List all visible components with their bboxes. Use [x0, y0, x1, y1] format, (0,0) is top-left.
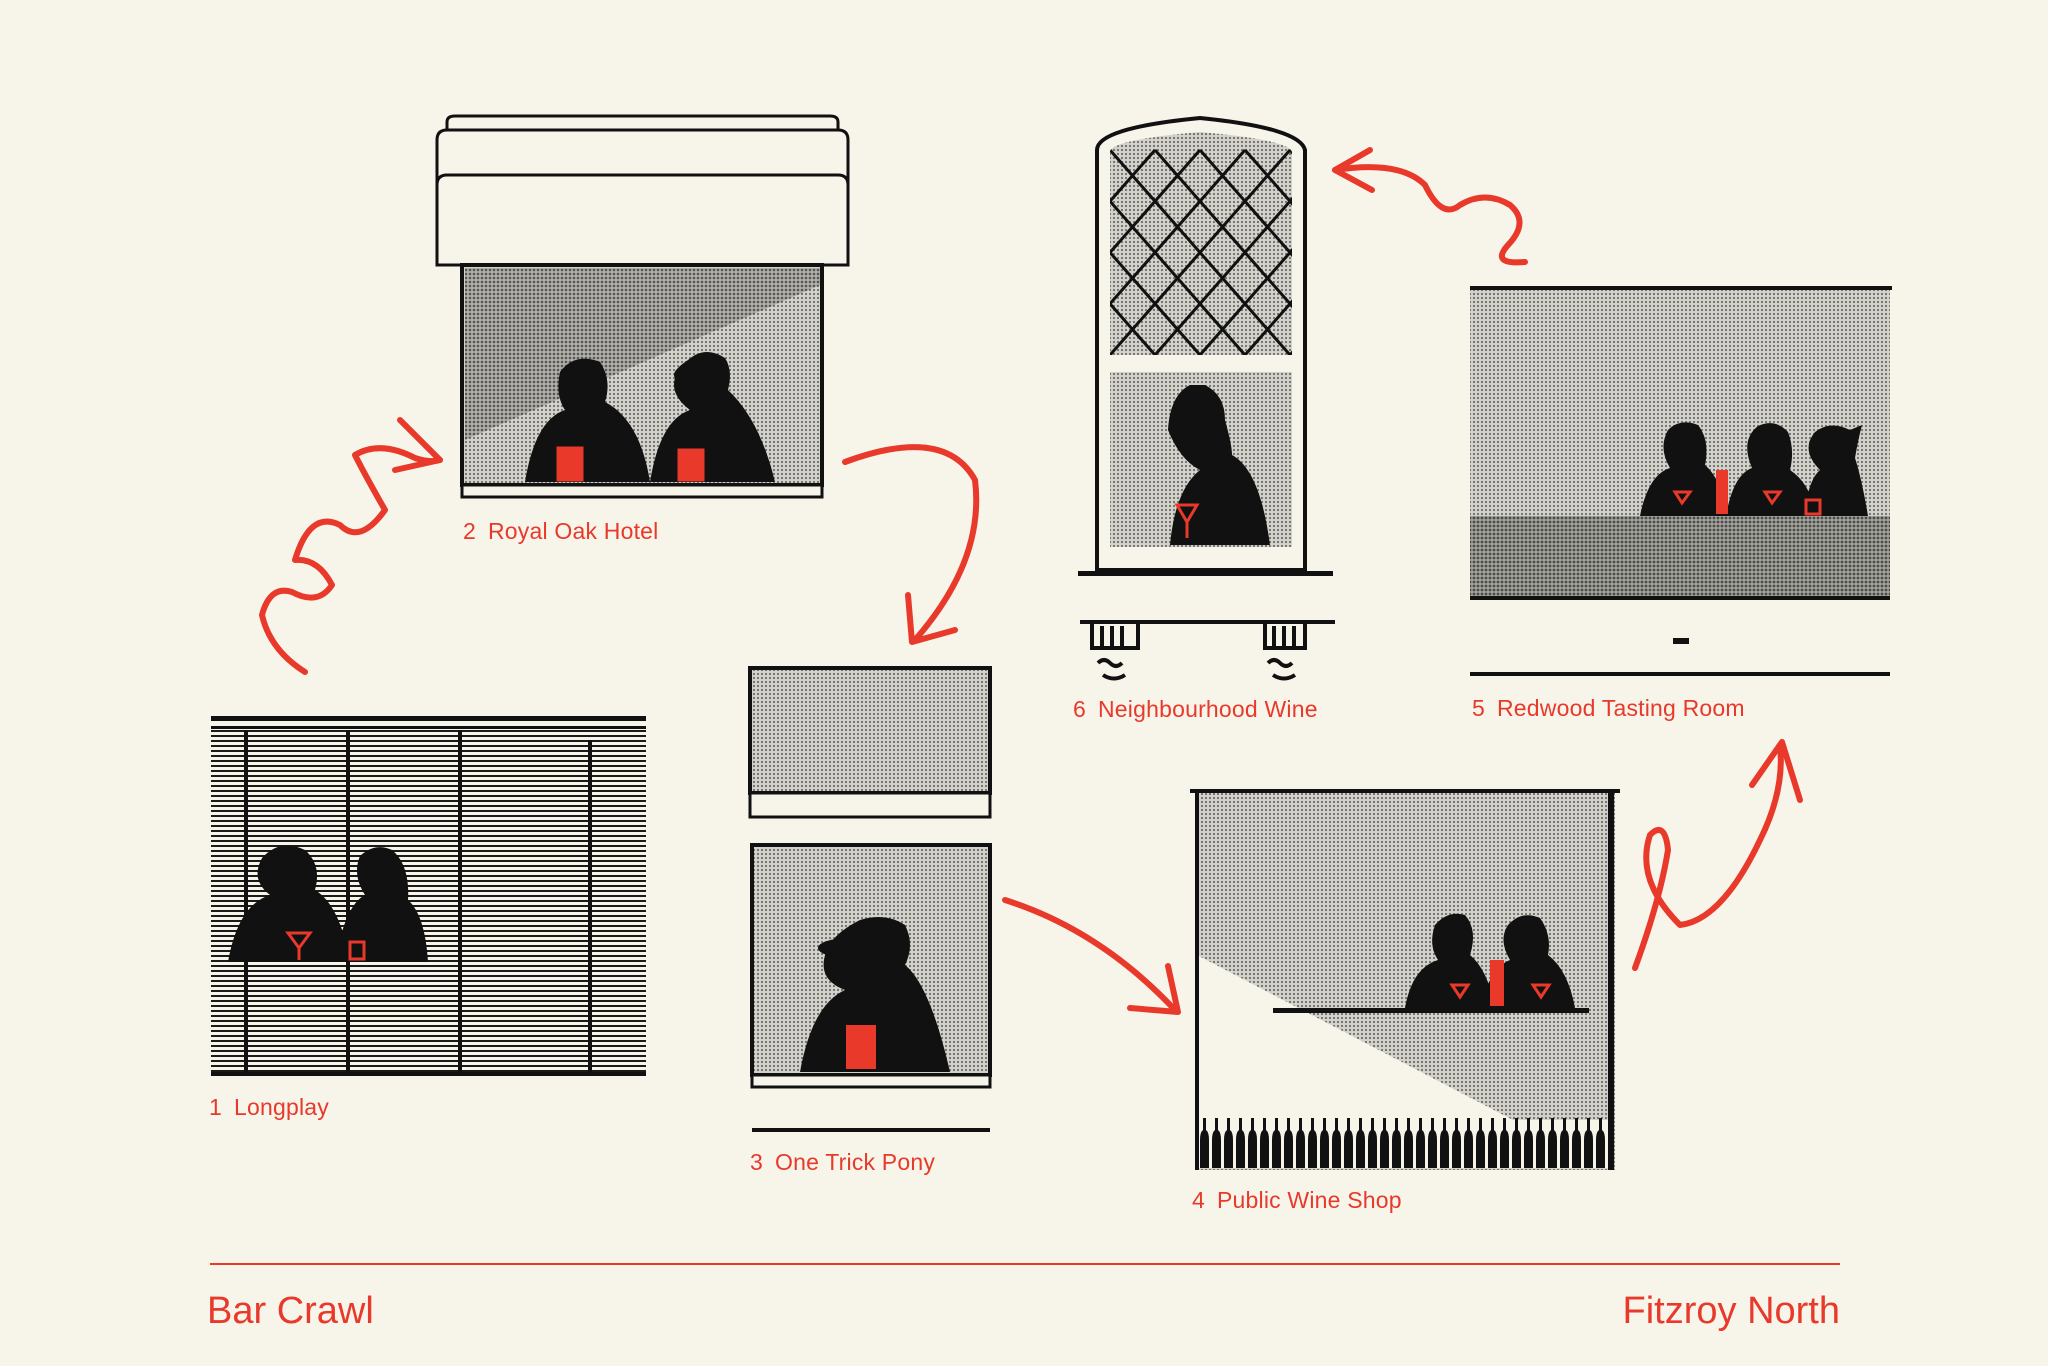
lattice-bar — [1110, 149, 1157, 355]
wine-bottle — [1272, 1118, 1281, 1168]
wine-bottle — [1224, 1118, 1233, 1168]
lattice-bar — [1110, 149, 1202, 355]
footer-divider — [210, 1263, 1840, 1265]
lattice-bar — [1243, 149, 1292, 355]
stop-label-4: 4 Public Wine Shop — [1192, 1187, 1402, 1214]
lattice-bar — [1110, 149, 1157, 355]
wine-bottle — [1284, 1118, 1293, 1168]
wine-bottle — [1476, 1118, 1485, 1168]
wine-bottle — [1536, 1118, 1545, 1168]
stop-label-1: 1 Longplay — [209, 1094, 329, 1121]
venue-one-trick-pony — [748, 666, 992, 1132]
stop-name: Longplay — [234, 1094, 329, 1120]
wine-bottle — [1380, 1118, 1389, 1168]
wine-bottle — [1548, 1118, 1557, 1168]
wine-bottle — [1584, 1118, 1593, 1168]
poster-title: Bar Crawl — [207, 1290, 374, 1332]
route-arrows — [259, 147, 1803, 1015]
wine-bottle — [1572, 1118, 1581, 1168]
wine-bottle — [1320, 1118, 1329, 1168]
venue-longplay — [211, 716, 646, 1076]
stop-name: Redwood Tasting Room — [1497, 695, 1745, 721]
wine-bottle — [1248, 1118, 1257, 1168]
stop-label-6: 6 Neighbourhood Wine — [1073, 696, 1318, 723]
wine-bottle — [1416, 1118, 1425, 1168]
lattice-bar — [1110, 149, 1292, 355]
poster-location: Fitzroy North — [1622, 1290, 1840, 1332]
wine-bottle — [1440, 1118, 1449, 1168]
stop-number: 6 — [1073, 696, 1086, 722]
wine-bottle — [1212, 1118, 1221, 1168]
wine-bottle — [1524, 1118, 1533, 1168]
stop-name: Neighbourhood Wine — [1098, 696, 1318, 722]
stop-name: Royal Oak Hotel — [488, 518, 659, 544]
wine-bottle — [1368, 1118, 1377, 1168]
venue-neighbourhood-wine — [1078, 115, 1335, 681]
venue-royal-oak-hotel — [435, 114, 850, 499]
lattice-bar — [1110, 149, 1202, 355]
wine-bottle — [1200, 1118, 1209, 1168]
stop-name: One Trick Pony — [775, 1149, 936, 1175]
wine-bottle — [1452, 1118, 1461, 1168]
wine-bottle — [1296, 1118, 1305, 1168]
wine-bottle — [1344, 1118, 1353, 1168]
wine-bottle — [1464, 1118, 1473, 1168]
stop-label-5: 5 Redwood Tasting Room — [1472, 695, 1745, 722]
wine-bottle — [1392, 1118, 1401, 1168]
wine-bottle — [1308, 1118, 1317, 1168]
wine-bottle — [1500, 1118, 1509, 1168]
venue-public-wine-shop — [1190, 789, 1620, 1170]
wine-bottle — [1512, 1118, 1521, 1168]
wine-bottle — [1428, 1118, 1437, 1168]
wine-bottle — [1356, 1118, 1365, 1168]
lattice-bar — [1153, 149, 1292, 355]
stop-number: 2 — [463, 518, 476, 544]
wine-bottle — [1332, 1118, 1341, 1168]
venue-redwood-tasting-room — [1470, 286, 1892, 676]
lattice-bar — [1243, 149, 1292, 355]
lattice-bar — [1288, 149, 1292, 355]
lattice-bar — [1198, 149, 1292, 355]
wine-bottle-row — [1200, 1118, 1605, 1168]
wine-bottle — [1404, 1118, 1413, 1168]
wine-bottle — [1560, 1118, 1569, 1168]
lattice-bar — [1110, 149, 1247, 355]
wine-bottle — [1488, 1118, 1497, 1168]
stop-number: 1 — [209, 1094, 222, 1120]
wine-bottle — [1260, 1118, 1269, 1168]
stop-number: 4 — [1192, 1187, 1205, 1213]
lattice-bar — [1288, 149, 1292, 355]
wine-bottle — [1596, 1118, 1605, 1168]
wine-bottle — [1236, 1118, 1245, 1168]
lattice-bar — [1110, 149, 1112, 355]
lattice-bar — [1110, 149, 1112, 355]
stop-number: 5 — [1472, 695, 1485, 721]
stop-name: Public Wine Shop — [1217, 1187, 1402, 1213]
stop-label-3: 3 One Trick Pony — [750, 1149, 935, 1176]
stop-number: 3 — [750, 1149, 763, 1175]
stop-label-2: 2 Royal Oak Hotel — [463, 518, 658, 545]
